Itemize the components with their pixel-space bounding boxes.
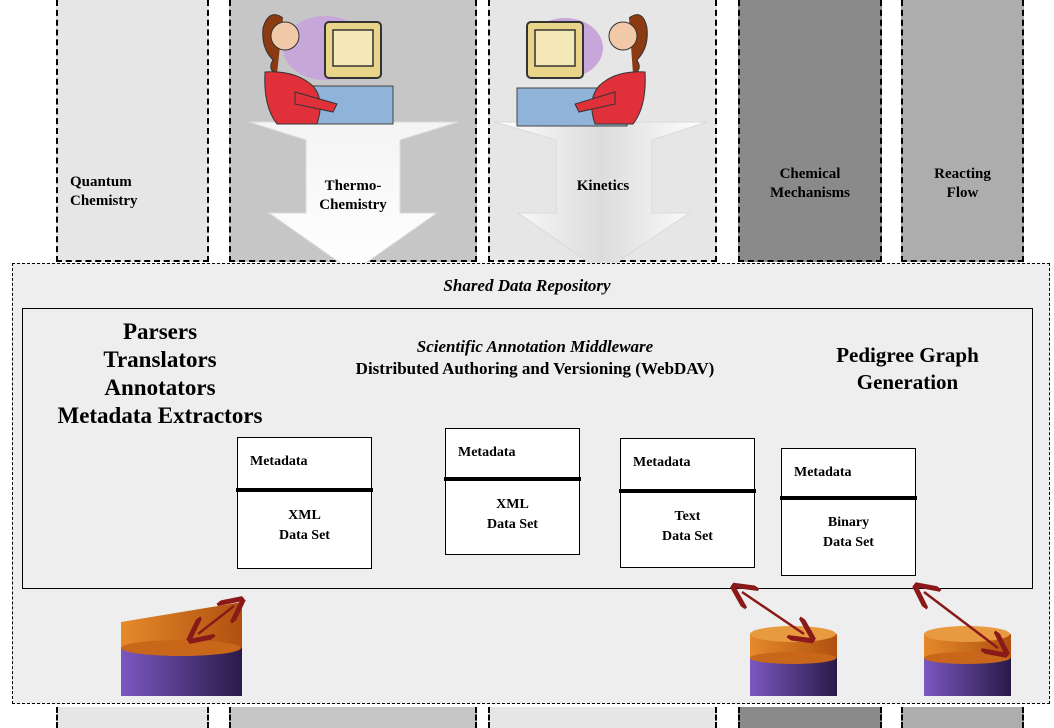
user-computer-icon [262,14,394,125]
pedigree-line-1: Pedigree Graph [836,343,979,367]
divider [236,488,373,492]
data-set-text: Metadata Text Data Set [619,438,756,568]
metadata-label: Metadata [458,445,516,460]
kinetics-down-arrow [494,121,708,273]
column-label-reacting-flow: Reacting Flow [934,166,991,201]
column-label-chemical-mechanisms: Chemical Mechanisms [770,166,850,201]
column-chemical-mechanisms [738,0,882,262]
data-set-xml-2: Metadata XML Data Set [444,428,581,555]
divider [619,489,756,493]
pedigree-line-2: Generation [856,370,959,394]
column-label-kinetics: Kinetics [576,178,630,194]
metadata-label: Metadata [633,455,691,470]
column-stub-5 [901,707,1024,728]
middleware-label: Scientific Annotation Middleware Distrib… [290,336,780,380]
column-label-thermo-chemistry: Thermo- Chemistry [319,178,387,213]
data-set-xml-1: Metadata XML Data Set [236,437,373,569]
column-stub-2 [229,707,477,728]
pedigree-graph-label: Pedigree Graph Generation [790,342,1025,396]
metadata-label: Metadata [250,454,308,469]
column-stub-4 [738,707,882,728]
tool-item: Parsers [122,319,198,344]
column-artwork [248,14,708,273]
metadata-label: Metadata [794,465,852,480]
tools-list: Parsers Translators Annotators Metadata … [40,318,280,430]
thermo-down-arrow [248,121,459,273]
data-set-label: Text Data Set [662,509,713,544]
column-quantum-chemistry [56,0,209,262]
data-set-binary: Metadata Binary Data Set [780,448,917,576]
column-label-quantum-chemistry: Quantum Chemistry [70,174,138,209]
tool-item: Translators [103,347,217,372]
middleware-title: Scientific Annotation Middleware [416,337,654,356]
data-set-label: XML Data Set [279,508,330,543]
repository-title: Shared Data Repository [443,276,611,295]
middleware-subtitle: Distributed Authoring and Versioning (We… [355,359,715,378]
column-stub-1 [56,707,209,728]
tool-item: Metadata Extractors [57,403,263,428]
tool-item: Annotators [104,375,216,400]
column-stub-3 [488,707,717,728]
column-reacting-flow [901,0,1024,262]
data-set-label: Binary Data Set [823,515,874,550]
divider [780,496,917,500]
divider [444,477,581,481]
user-computer-icon [516,14,648,127]
data-set-label: XML Data Set [487,497,538,532]
